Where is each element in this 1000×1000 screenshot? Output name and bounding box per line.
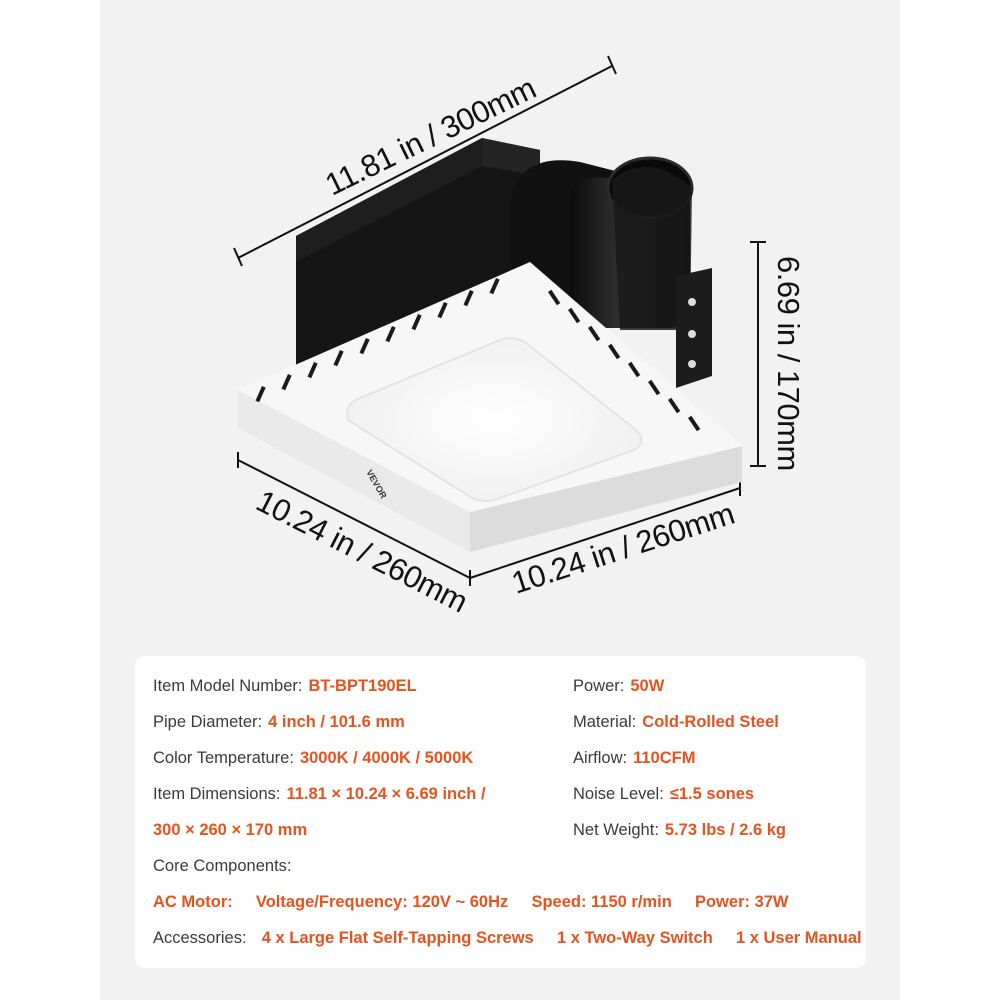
dimension-line-height	[750, 241, 766, 467]
grille-frame	[238, 262, 742, 552]
spec-core-components: Core Components:	[153, 857, 292, 875]
spec-ac-motor: AC Motor: Voltage/Frequency: 120V ~ 60Hz…	[153, 893, 789, 911]
spec-accessories: Accessories: 4 x Large Flat Self-Tapping…	[153, 929, 862, 947]
spec-airflow: Airflow:110CFM	[573, 749, 696, 767]
spec-color-temperature: Color Temperature:3000K / 4000K / 5000K	[153, 749, 474, 767]
spec-pipe-diameter: Pipe Diameter:4 inch / 101.6 mm	[153, 713, 405, 731]
spec-noise-level: Noise Level:≤1.5 sones	[573, 785, 755, 803]
spec-material: Material:Cold-Rolled Steel	[573, 713, 779, 731]
specs-card: Item Model Number:BT-BPT190EL Pipe Diame…	[135, 656, 866, 968]
dimension-line-depth-right	[469, 480, 741, 579]
spec-power: Power:50W	[573, 677, 665, 695]
dimension-label-height: 6.69 in / 170mm	[771, 256, 806, 471]
light-diffuser	[346, 337, 643, 502]
product-illustration: 11.81 in / 300mm 6.69 in / 170mm 10.24 i…	[233, 55, 806, 619]
spec-item-dimensions-metric: 300 × 260 × 170 mm	[153, 821, 308, 839]
spec-model: Item Model Number:BT-BPT190EL	[153, 677, 417, 695]
duct-connector	[510, 156, 712, 388]
spec-net-weight: Net Weight:5.73 lbs / 2.6 kg	[573, 821, 786, 839]
dimension-line-width	[233, 55, 617, 267]
spec-item-dimensions: Item Dimensions:11.81 × 10.24 × 6.69 inc…	[153, 785, 486, 803]
